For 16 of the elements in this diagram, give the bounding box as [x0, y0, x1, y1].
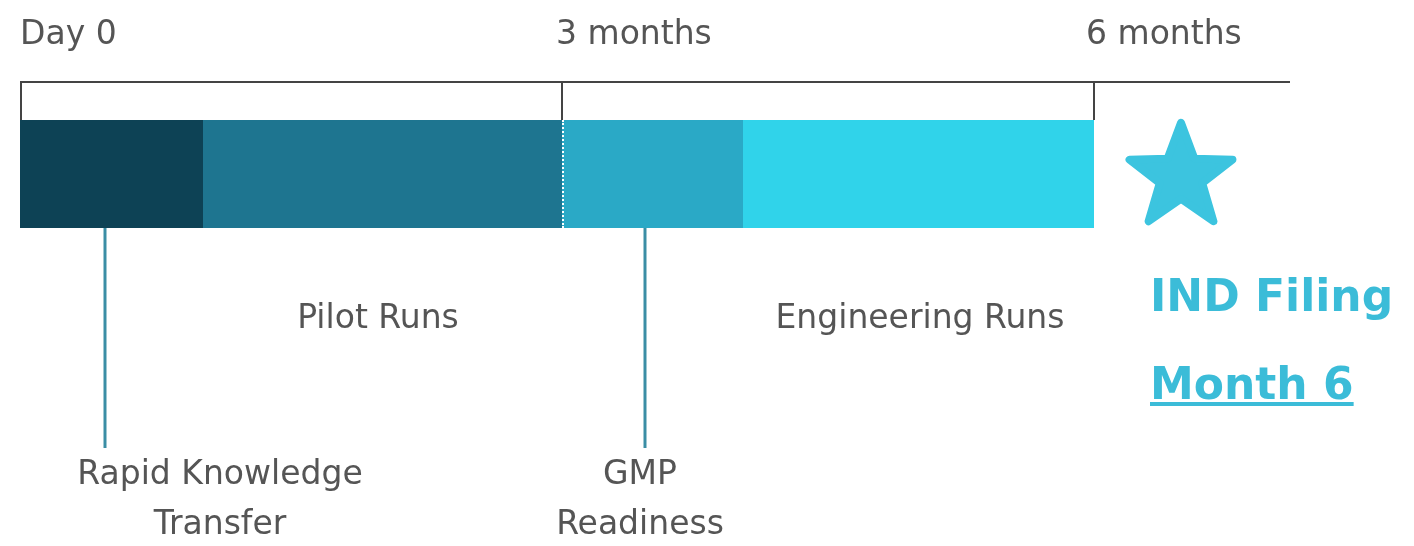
star-icon: [1125, 118, 1237, 226]
phase-label: Pilot Runs: [296, 296, 460, 338]
timeline-tick-label: Day 0: [20, 12, 118, 54]
leader-line: [103, 228, 107, 448]
timeline-segment-bar: [562, 120, 743, 228]
timeline-tick-label: 3 months: [556, 12, 713, 54]
milestone-date: Month 6: [1150, 357, 1354, 411]
milestone-heading: IND Filing: [1150, 269, 1394, 323]
timeline-segment-bar: [20, 120, 203, 228]
timeline-tick-label: 6 months: [1086, 12, 1243, 54]
phase-label: Engineering Runs: [774, 296, 1066, 338]
timeline-segment-bar: [203, 120, 562, 228]
leader-line: [643, 228, 647, 448]
timeline-segment-bar: [743, 120, 1094, 228]
milestone-label: GMP Readiness: [520, 448, 760, 546]
milestone-label: Rapid Knowledge Transfer: [10, 448, 430, 546]
